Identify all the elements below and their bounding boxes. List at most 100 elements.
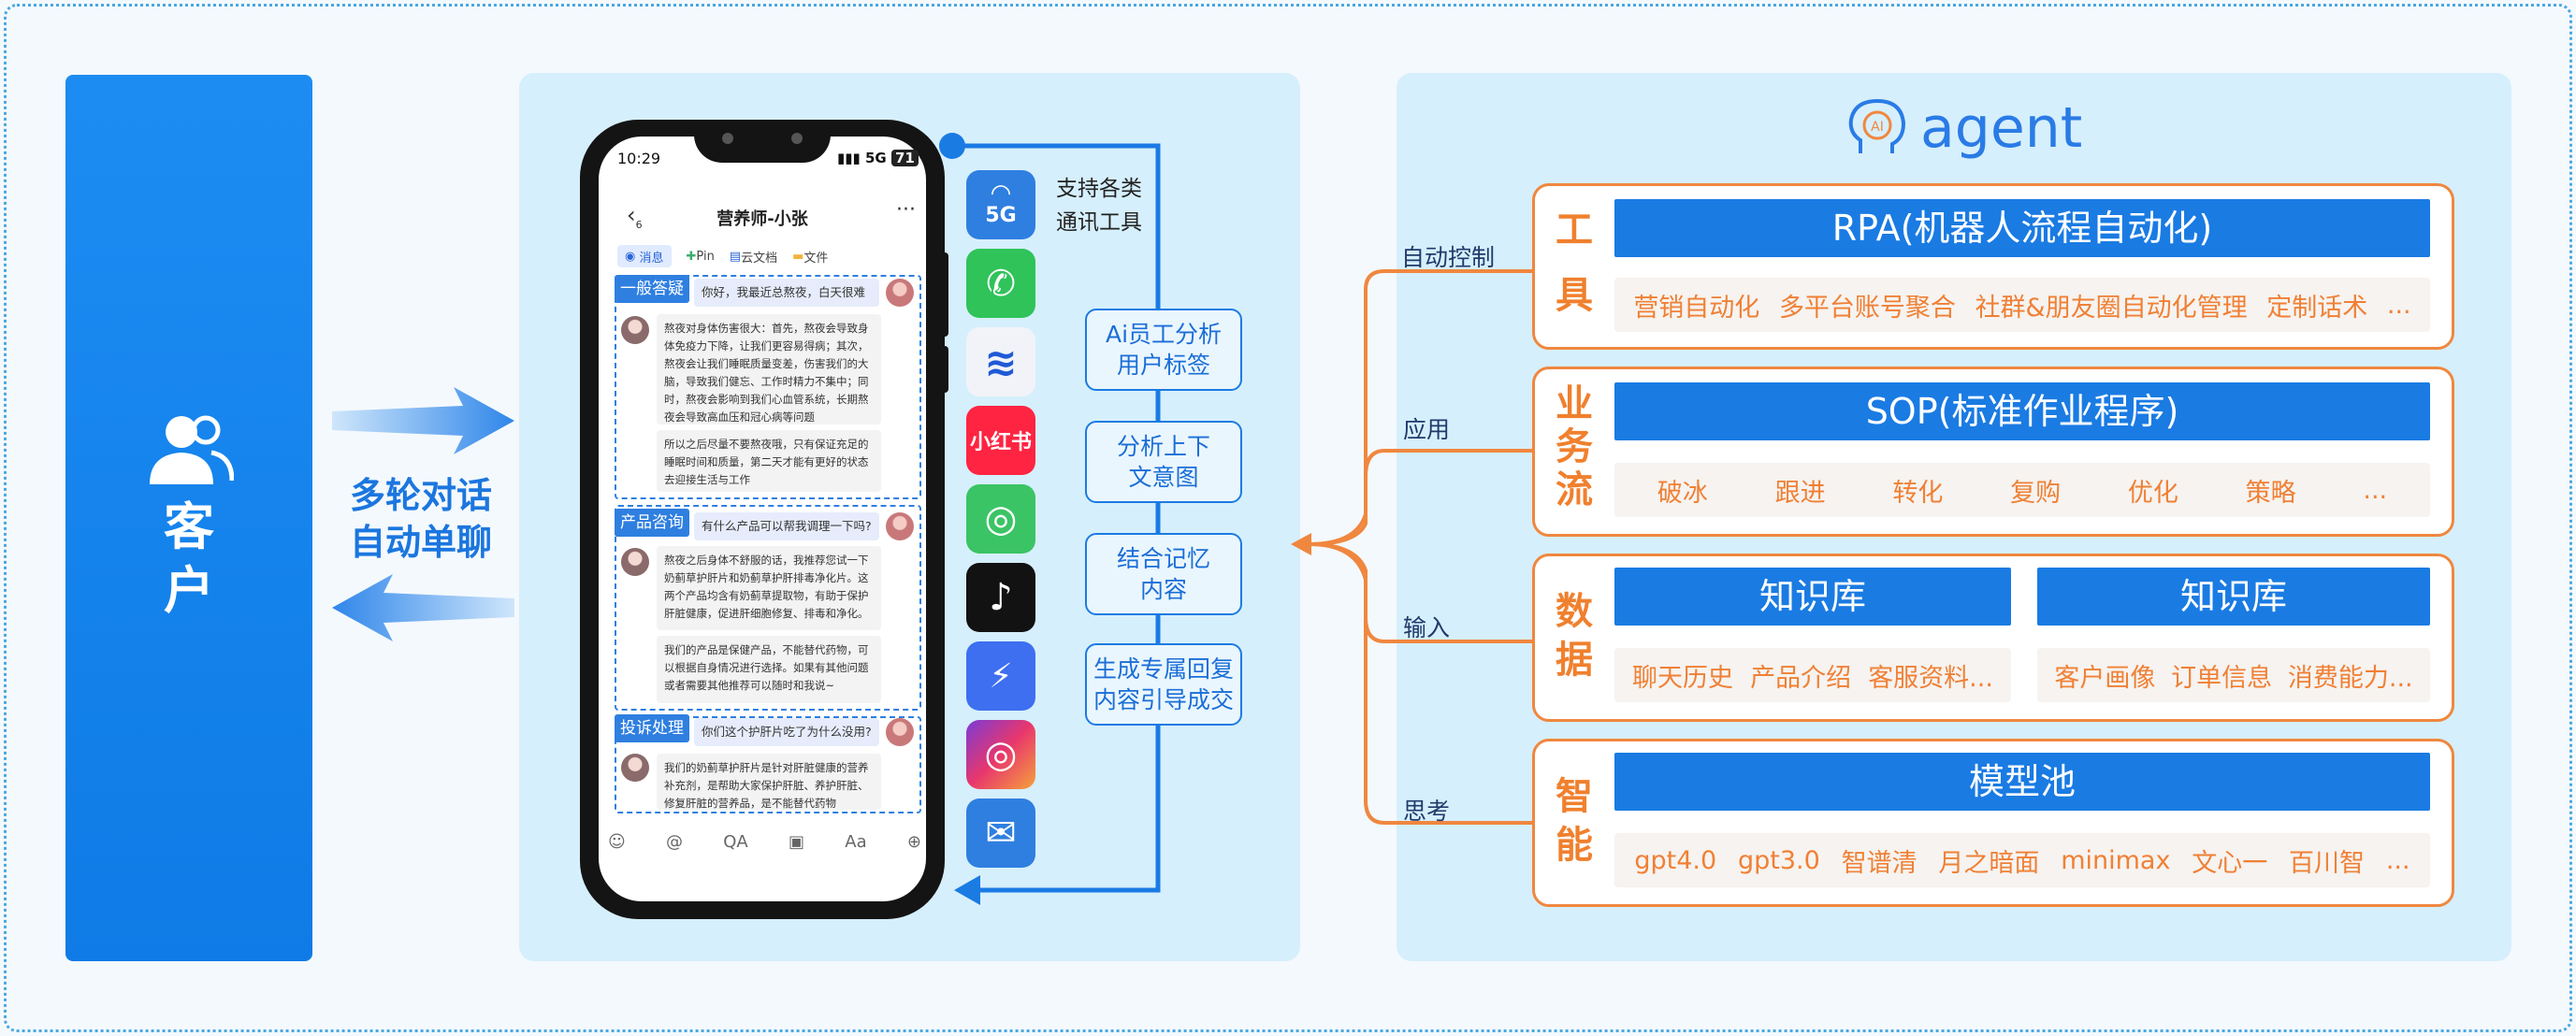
agent-tree xyxy=(1291,269,1534,825)
wifi-icon: ◠ xyxy=(991,179,1010,208)
input-toolbar: ☺ @ QA ▣ Aa ⊕ xyxy=(608,832,921,852)
workflow-chips: 破冰 跟进 转化 复购 优化 策略 ... xyxy=(1614,463,2430,517)
agent-title: agent xyxy=(1920,95,2083,161)
multiturn-label: 多轮对话 自动单聊 xyxy=(332,472,510,566)
flow-line xyxy=(939,133,1161,905)
chip: 消费能力... xyxy=(2287,663,2413,693)
support-line2: 通讯工具 xyxy=(1056,210,1142,235)
plus-icon[interactable]: ⊕ xyxy=(906,832,921,852)
branch-input: 输入 xyxy=(1403,614,1451,641)
tab-pin[interactable]: ✚Pin xyxy=(687,245,715,267)
email-icon[interactable]: ✉ xyxy=(966,799,1035,868)
tab-docs[interactable]: ▤云文档 xyxy=(730,245,777,267)
branch-thinking: 思考 xyxy=(1403,798,1451,825)
back-icon[interactable]: ‹6 xyxy=(627,202,643,231)
ai-logo-text: AI xyxy=(1871,120,1884,135)
chip: 多平台账号聚合 xyxy=(1778,293,1956,323)
more-icon[interactable]: ··· xyxy=(896,198,916,222)
outer-frame xyxy=(4,4,2572,1032)
row-label-char: 流 xyxy=(1556,468,1593,511)
step-box: Ai员工分析用户标签 xyxy=(1085,309,1242,391)
status-time: 10:29 xyxy=(617,150,661,167)
tab-files[interactable]: ▬文件 xyxy=(792,245,828,267)
phone-notch xyxy=(694,120,831,163)
customer-label-text: 客户 xyxy=(164,497,214,620)
branch-application: 应用 xyxy=(1403,416,1451,443)
multiturn-line2: 自动单聊 xyxy=(349,522,492,563)
tab-label: 文件 xyxy=(803,251,829,266)
messenger-icon[interactable]: ⚡ xyxy=(966,641,1035,711)
5g-message-icon[interactable]: ◠ 5G xyxy=(966,170,1035,239)
app-label: 5G xyxy=(985,203,1017,227)
status-bar: ▮▮▮ 5G 71 xyxy=(837,150,919,166)
step-box: 结合记忆内容 xyxy=(1085,533,1242,615)
step-line: 内容 xyxy=(1139,576,1187,603)
row-label: 工 具 xyxy=(1535,209,1614,317)
agent-answer: 我们的奶蓟草护肝片是针对肝脏健康的营养补充剂，是帮助大家保护肝脏、养护肝脏、修复… xyxy=(657,754,881,810)
image-icon[interactable]: ▣ xyxy=(789,832,805,852)
conversation-box xyxy=(615,716,921,813)
agent-avatar xyxy=(621,548,649,576)
user-avatar xyxy=(886,512,914,540)
chip: ... xyxy=(2363,475,2388,505)
mention-icon[interactable]: @ xyxy=(666,832,684,852)
row-tools: 工 具 RPA(机器人流程自动化) 营销自动化 多平台账号聚合 社群&朋友圈自动… xyxy=(1532,183,2454,350)
conversation-box xyxy=(615,275,921,499)
step-line: Ai员工分析 xyxy=(1105,321,1223,348)
chip: 营销自动化 xyxy=(1633,293,1760,323)
agent-answer: 熬夜对身体伤害很大：首先，熬夜会导致身体免疫力下降，让我们更容易得病；其次，熬夜… xyxy=(657,314,881,424)
phone-side-button xyxy=(939,252,948,337)
chip: 社群&朋友圈自动化管理 xyxy=(1975,293,2248,323)
support-line1: 支持各类 xyxy=(1056,177,1142,201)
row-label-char: 工 xyxy=(1556,209,1593,252)
emoji-icon[interactable]: ☺ xyxy=(608,832,626,852)
row-label-char: 业 xyxy=(1556,382,1593,425)
chip: 订单信息 xyxy=(2171,663,2273,693)
conversation-tag: 投诉处理 xyxy=(615,714,689,742)
step-line: 生成专属回复 xyxy=(1093,655,1234,683)
chip: 跟进 xyxy=(1774,478,1826,508)
conversation-tag: 产品咨询 xyxy=(615,509,689,537)
instagram-icon[interactable]: ◎ xyxy=(966,720,1035,789)
tab-label: Pin xyxy=(696,249,715,264)
xiaohongshu-icon[interactable]: 小红书 xyxy=(966,406,1035,475)
step-line: 用户标签 xyxy=(1116,352,1210,379)
arrow-left xyxy=(332,574,514,641)
arrow-right xyxy=(332,387,514,454)
chip: 产品介绍 xyxy=(1750,663,1852,693)
user-question: 你们这个护肝片吃了为什么没用? xyxy=(694,718,879,746)
chip: 月之暗面 xyxy=(1938,848,2040,878)
knowledge-bar: 知识库 xyxy=(2037,568,2430,626)
user-question: 有什么产品可以帮我调理一下吗? xyxy=(694,512,879,540)
chip: 复购 xyxy=(2010,478,2062,508)
row-label: 数 据 xyxy=(1535,590,1614,682)
pin-icon: ✚ xyxy=(686,249,697,264)
qa-icon[interactable]: QA xyxy=(723,832,748,852)
whatsapp-icon[interactable]: ✆ xyxy=(966,249,1035,318)
agent-answer: 所以之后尽量不要熬夜哦，只有保证充足的睡眠时间和质量，第二天才能有更好的状态去迎… xyxy=(657,430,881,492)
chip: 定制话术 xyxy=(2266,293,2368,323)
multiturn-line1: 多轮对话 xyxy=(349,475,492,516)
wechat-work-icon[interactable]: ◎ xyxy=(966,484,1035,554)
folder-icon: ▬ xyxy=(792,249,804,264)
network-type: 5G xyxy=(865,150,887,166)
user-avatar xyxy=(886,279,914,307)
step-line: 内容引导成交 xyxy=(1093,686,1234,713)
chip: 策略 xyxy=(2245,478,2296,508)
conversation-box xyxy=(615,505,921,711)
row-label-char: 智 xyxy=(1556,775,1593,818)
feishu-icon[interactable]: ≋ xyxy=(966,327,1035,396)
chip: 转化 xyxy=(1892,478,1944,508)
tab-messages[interactable]: ◉ 消息 xyxy=(617,245,672,267)
chat-tabs: ◉ 消息 ✚Pin ▤云文档 ▬文件 xyxy=(617,245,917,267)
font-icon[interactable]: Aa xyxy=(845,832,867,852)
tiktok-icon[interactable]: ♪ xyxy=(966,563,1035,632)
battery-level: 71 xyxy=(890,150,919,166)
user-question: 你好，我最近总熬夜，白天很难受 xyxy=(694,279,879,327)
knowledge-chips: 客户画像 订单信息 消费能力... xyxy=(2037,648,2430,702)
step-line: 结合记忆 xyxy=(1116,545,1210,572)
conversation-tag: 一般答疑 xyxy=(615,275,689,303)
agent-header: AI agent xyxy=(1847,95,2082,161)
chip: gpt3.0 xyxy=(1738,845,1820,875)
row-label-char: 能 xyxy=(1556,824,1593,867)
